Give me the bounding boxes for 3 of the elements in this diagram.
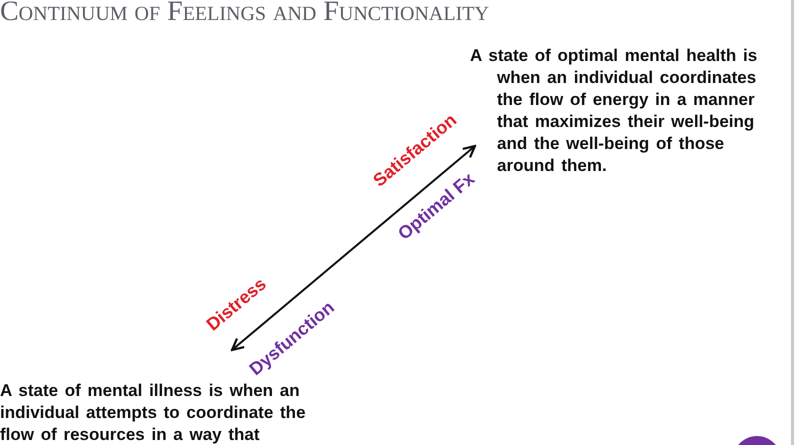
description-paragraph: A state of mental illness is when an individual attempts to coordinate the flow of resources in a way that xyxy=(0,380,307,445)
slide-title: Continuum of Feelings and Functionality xyxy=(0,0,489,28)
description-paragraph: A state of optimal mental health is when an individual coordinates the flow of energy in a manner that maximizes their well-being and the well-being of those around them. xyxy=(470,45,758,175)
